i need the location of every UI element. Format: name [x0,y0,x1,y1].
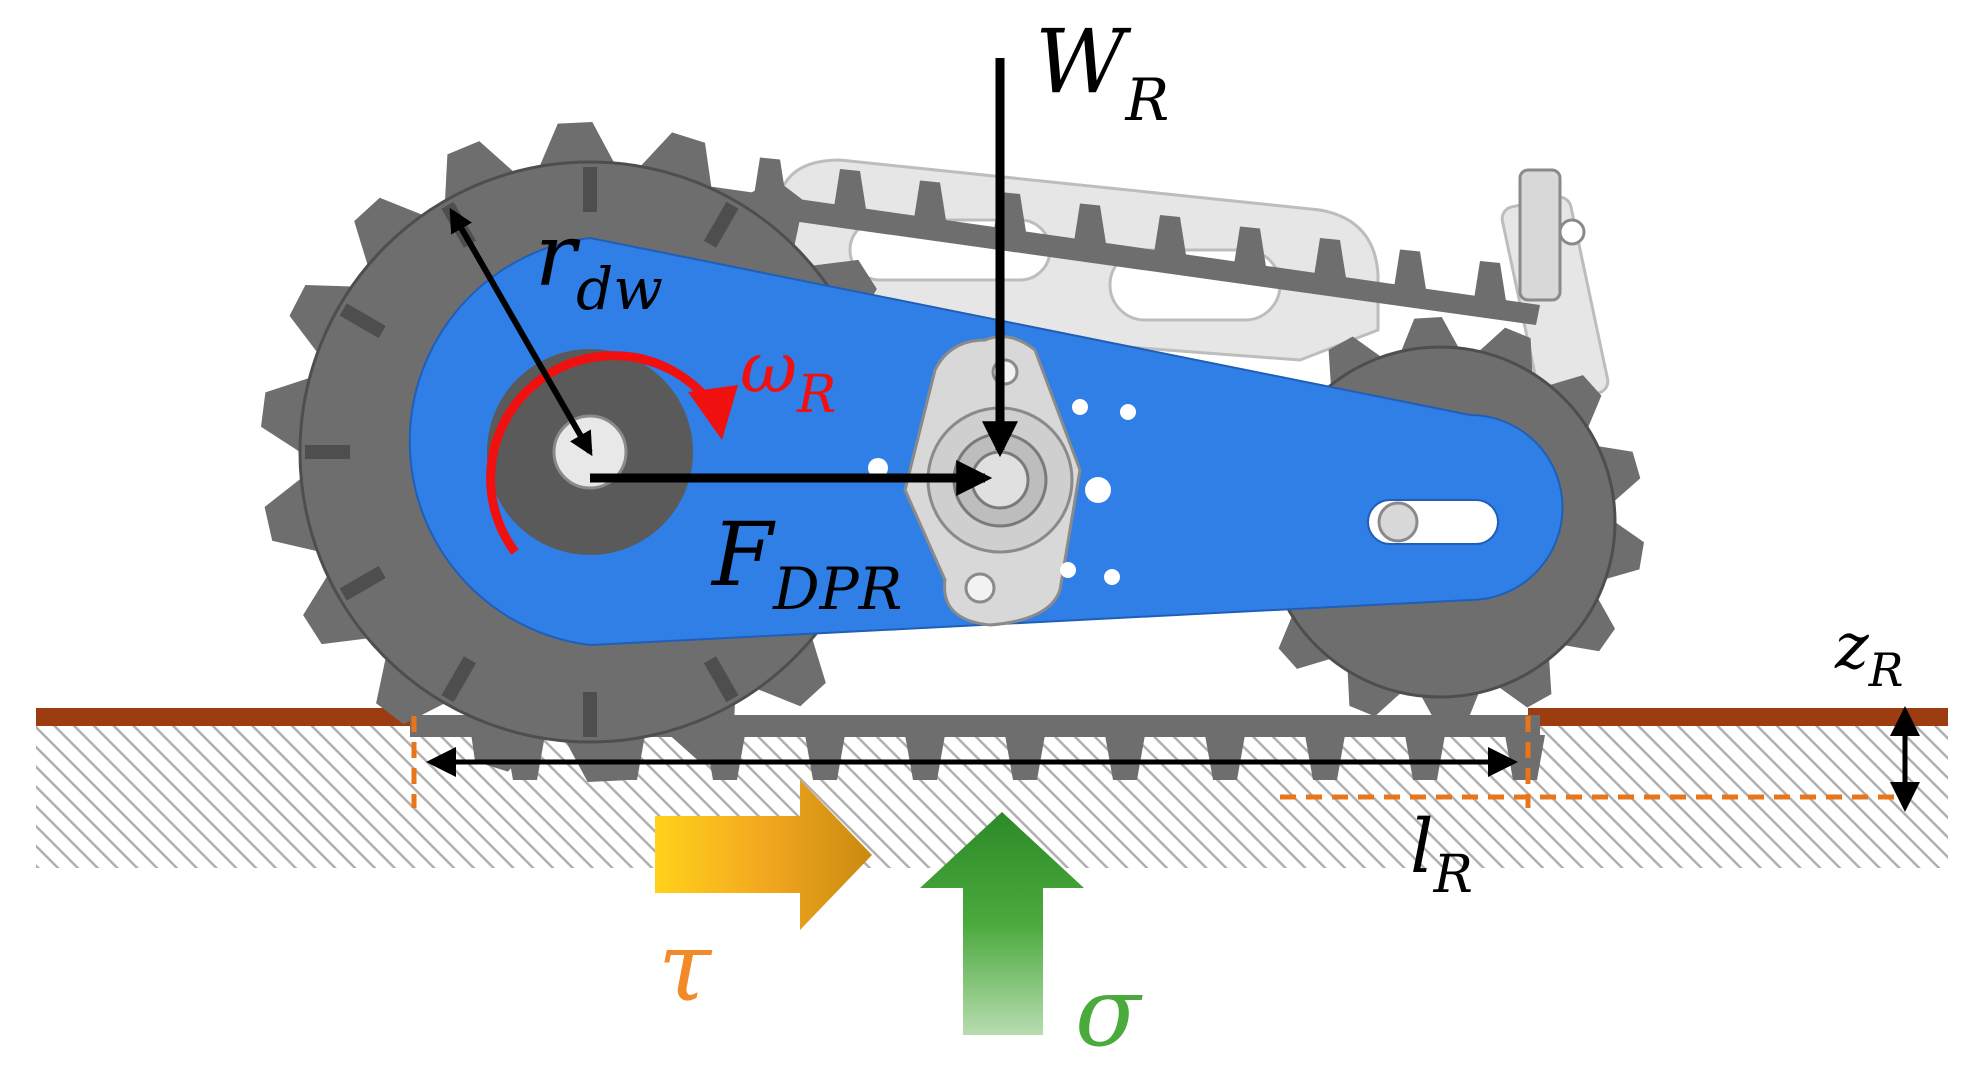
wheel-spoke-shade [339,303,386,339]
dpr-label: FDPR [710,503,902,623]
tension-slot [1367,499,1499,545]
pivot-bracket [903,335,1082,627]
grouser-top [1394,249,1426,290]
grouser-top [1154,215,1186,255]
grouser-top [1314,238,1346,278]
shear-label: τ [658,911,713,1023]
omega-label: ωR [740,327,836,425]
contact-boundary-lines [411,716,1900,808]
grouser-top [914,180,946,221]
wheel-spoke-shade [703,656,739,703]
shear-arrow-icon [655,780,872,930]
radius-label: rdw [535,206,663,323]
grouser-top [834,169,866,209]
grouser-top [1474,261,1506,301]
grouser-top [1074,203,1106,244]
radius-arrow [449,207,593,457]
arm-holes [868,399,1136,585]
ground-surface-right [1528,708,1948,726]
wheel-spoke-shade [703,201,739,248]
wheel-spoke-shade [441,656,477,703]
contact-length-label: lR [1410,804,1473,905]
weight-label: WR [1035,10,1169,134]
normal-label: σ [1075,956,1143,1066]
ground-surface-left [36,708,414,726]
sinkage-label: zR [1834,610,1903,697]
grouser-top [1234,226,1266,267]
normal-stress-arrow-icon [920,812,1084,1035]
wheel-spoke-shade [339,565,386,601]
